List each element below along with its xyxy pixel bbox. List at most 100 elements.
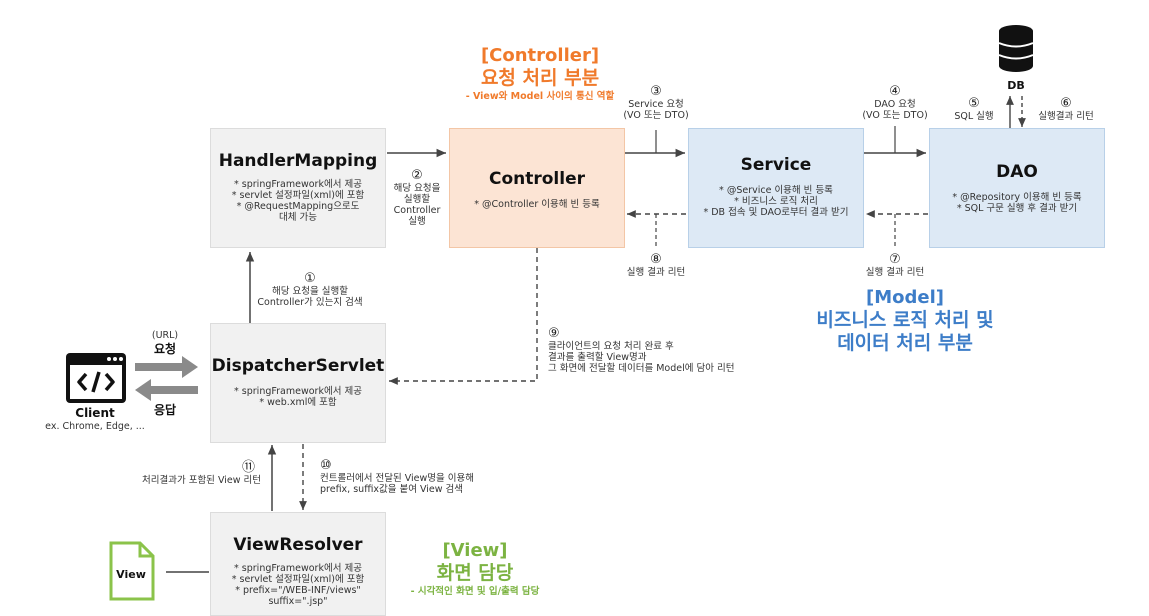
arrow-controller-to-dispatcher — [389, 248, 538, 385]
bullet: * prefix="/WEB-INF/views" — [235, 585, 361, 596]
controller-box: Controller * @Controller 이용해 빈 등록 — [449, 128, 625, 248]
step-7-label: ⑦ 실행 결과 리턴 — [855, 252, 935, 278]
dispatcher-servlet-bullets: * springFramework에서 제공 * web.xml에 포함 — [211, 386, 385, 408]
step-8-line: 실행 결과 리턴 — [626, 267, 686, 278]
model-heading-line2: 비즈니스 로직 처리 및 — [816, 309, 994, 331]
model-heading: [Model] 비즈니스 로직 처리 및 데이터 처리 부분 — [780, 287, 1030, 355]
database-icon — [998, 25, 1034, 72]
step-11-line: 처리결과가 포함된 View 리턴 — [141, 475, 261, 486]
step-3-number: ③ — [650, 84, 662, 99]
code-window-icon — [66, 353, 126, 403]
step-10-label: ⑩ 컨트롤러에서 전달된 View명을 이용해 prefix, suffix값을… — [320, 458, 520, 495]
bullet: 대체 가능 — [279, 212, 317, 223]
step-6-label: ⑥ 실행결과 리턴 — [1030, 96, 1102, 122]
controller-heading: [Controller] 요청 처리 부분 - View와 Model 사이의 … — [430, 45, 650, 103]
step-10-line: 컨트롤러에서 전달된 View명을 이용해 — [320, 473, 474, 484]
step-8-number: ⑧ — [650, 252, 662, 267]
step-1-number: ① — [304, 271, 316, 286]
step-11-label: ⑪ 처리결과가 포함된 View 리턴 — [125, 460, 261, 486]
handler-mapping-box: HandlerMapping * springFramework에서 제공 * … — [210, 128, 386, 248]
bullet: * @Controller 이용해 빈 등록 — [474, 199, 600, 210]
step-1-line: Controller가 있는지 검색 — [257, 297, 363, 308]
controller-heading-sub: 요청 처리 부분 — [480, 67, 600, 89]
bullet: * @RequestMapping으로도 — [236, 201, 360, 212]
response-arrow — [135, 379, 198, 401]
step-2-line: 실행할 — [403, 194, 431, 205]
step-2-label: ② 해당 요청을 실행할 Controller 실행 — [387, 168, 447, 227]
controller-heading-title: [Controller] — [480, 45, 600, 66]
handler-mapping-bullets: * springFramework에서 제공 * servlet 설정파일(xm… — [211, 179, 385, 223]
bullet: * DB 접속 및 DAO로부터 결과 받기 — [703, 207, 849, 218]
step-4-line: (VO 또는 DTO) — [862, 110, 928, 121]
bullet: * servlet 설정파일(xml)에 포함 — [231, 190, 365, 201]
view-heading-title: [View] — [442, 540, 508, 561]
step-3-line: Service 요청 — [628, 99, 684, 110]
view-heading: [View] 화면 담당 - 시각적인 화면 및 입/출력 담당 — [380, 540, 570, 598]
service-title: Service — [740, 155, 812, 175]
view-resolver-title: ViewResolver — [233, 535, 363, 555]
db-label: DB — [1007, 79, 1025, 92]
client-sub-label: ex. Chrome, Edge, ... — [45, 421, 145, 432]
bullet: * springFramework에서 제공 — [234, 179, 362, 190]
step-4-line: DAO 요청 — [874, 99, 916, 110]
step-4-number: ④ — [889, 84, 901, 99]
step-10-number: ⑩ — [320, 458, 332, 473]
bullet: * SQL 구문 실행 후 결과 받기 — [956, 203, 1078, 214]
model-heading-title: [Model] — [866, 287, 944, 308]
step-6-line: 실행결과 리턴 — [1038, 111, 1094, 122]
step-8-label: ⑧ 실행 결과 리턴 — [616, 252, 696, 278]
bullet: * @Service 이용해 빈 등록 — [719, 185, 833, 196]
bullet: * springFramework에서 제공 — [234, 386, 362, 397]
step-10-line: prefix, suffix값을 붙여 View 검색 — [320, 484, 464, 495]
bullet: * springFramework에서 제공 — [234, 563, 362, 574]
step-1-line: 해당 요청을 실행할 — [272, 286, 348, 297]
view-resolver-bullets: * springFramework에서 제공 * servlet 설정파일(xm… — [211, 563, 385, 607]
handler-mapping-title: HandlerMapping — [218, 151, 378, 171]
step-2-line: 실행 — [408, 216, 426, 227]
controller-heading-desc: - View와 Model 사이의 통신 역할 — [465, 91, 615, 102]
view-file-label: View — [116, 568, 146, 581]
dao-box: DAO * @Repository 이용해 빈 등록 * SQL 구문 실행 후… — [929, 128, 1105, 248]
controller-bullets: * @Controller 이용해 빈 등록 — [450, 199, 624, 210]
dao-title: DAO — [996, 162, 1038, 182]
step-9-number: ⑨ — [548, 326, 560, 341]
step-9-line: 그 화면에 전달할 데이터를 Model에 담아 리턴 — [548, 363, 735, 374]
service-box: Service * @Service 이용해 빈 등록 * 비즈니스 로직 처리… — [688, 128, 864, 248]
step-2-line: 해당 요청을 — [393, 183, 441, 194]
step-9-label: ⑨ 클라이언트의 요청 처리 완료 후 결과를 출력할 View명과 그 화면에… — [548, 326, 768, 374]
response-label: 응답 — [153, 403, 177, 417]
step-11-number: ⑪ — [241, 460, 255, 475]
step-9-line: 클라이언트의 요청 처리 완료 후 — [548, 341, 674, 352]
step-3-line: (VO 또는 DTO) — [623, 110, 689, 121]
file-icon — [109, 541, 155, 601]
dao-bullets: * @Repository 이용해 빈 등록 * SQL 구문 실행 후 결과 … — [930, 192, 1104, 214]
bullet: * web.xml에 포함 — [259, 397, 337, 408]
bullet: * servlet 설정파일(xml)에 포함 — [231, 574, 365, 585]
step-6-number: ⑥ — [1060, 96, 1072, 111]
step-5-number: ⑤ — [968, 96, 980, 111]
dispatcher-servlet-box: DispatcherServlet * springFramework에서 제공… — [210, 323, 386, 443]
step-3-label: ③ Service 요청 (VO 또는 DTO) — [616, 84, 696, 121]
step-2-number: ② — [411, 168, 423, 183]
view-resolver-box: ViewResolver * springFramework에서 제공 * se… — [210, 512, 386, 616]
step-7-line: 실행 결과 리턴 — [865, 267, 925, 278]
step-5-line: SQL 실행 — [954, 111, 994, 122]
step-4-label: ④ DAO 요청 (VO 또는 DTO) — [855, 84, 935, 121]
step-7-number: ⑦ — [889, 252, 901, 267]
controller-title: Controller — [488, 169, 585, 189]
step-1-label: ① 해당 요청을 실행할 Controller가 있는지 검색 — [250, 271, 370, 308]
model-heading-line3: 데이터 처리 부분 — [837, 332, 973, 354]
client-label: Client — [75, 406, 115, 420]
view-heading-sub: 화면 담당 — [436, 562, 514, 584]
request-url-label: (URL) — [151, 330, 179, 341]
request-label: 요청 — [153, 342, 177, 356]
step-5-label: ⑤ SQL 실행 — [946, 96, 1002, 122]
bullet: suffix=".jsp" — [268, 596, 328, 607]
bullet: * @Repository 이용해 빈 등록 — [952, 192, 1082, 203]
dispatcher-servlet-title: DispatcherServlet — [211, 356, 385, 376]
step-9-line: 결과를 출력할 View명과 — [548, 352, 647, 363]
step-2-line: Controller — [393, 205, 441, 216]
bullet: * 비즈니스 로직 처리 — [734, 196, 818, 207]
service-bullets: * @Service 이용해 빈 등록 * 비즈니스 로직 처리 * DB 접속… — [689, 185, 863, 218]
